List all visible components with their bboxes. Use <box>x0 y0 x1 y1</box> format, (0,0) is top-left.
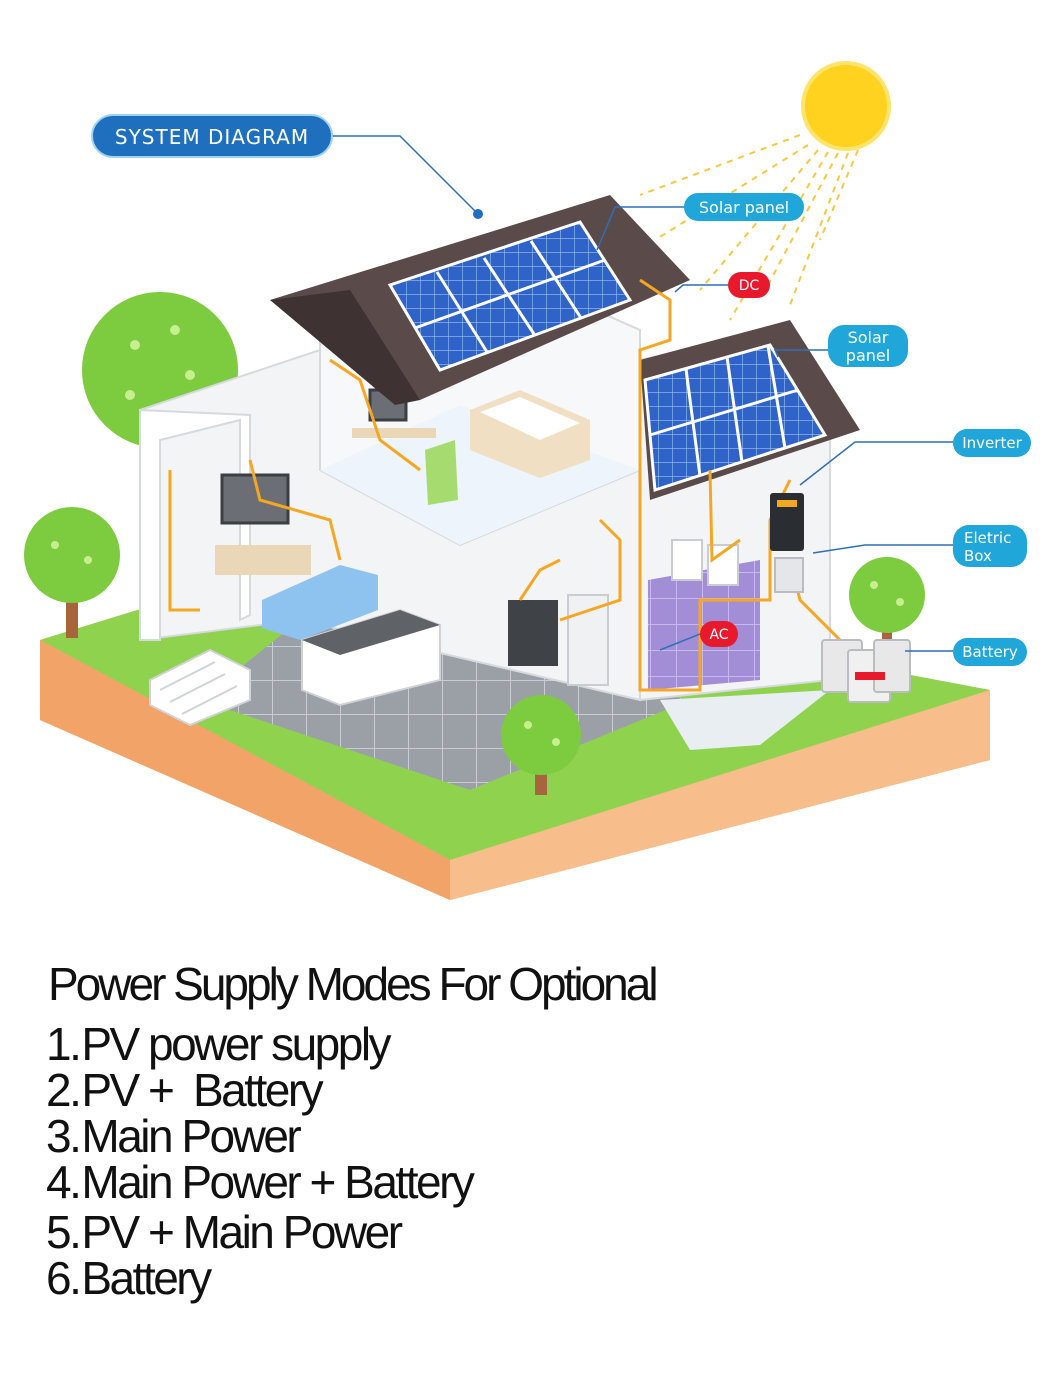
mode-text: PV power supply <box>81 1018 391 1070</box>
label-inverter: Inverter <box>953 429 1031 457</box>
mode-number: 3. <box>46 1110 82 1162</box>
mode-number: 5. <box>46 1206 82 1258</box>
sun-icon <box>639 61 891 321</box>
mode-item: 5.PV + Main Power <box>46 1209 1026 1255</box>
tree-left-small <box>24 507 120 638</box>
svg-text:DC: DC <box>739 278 760 294</box>
battery-bank <box>821 639 911 703</box>
mode-item: 6.Battery <box>46 1255 1026 1301</box>
solar-panel-array-upper <box>387 220 633 372</box>
callout-dot <box>473 209 483 219</box>
electric-box <box>774 557 804 593</box>
mode-text: PV + Main Power <box>81 1206 403 1258</box>
mode-item: 2.PV + Battery <box>46 1067 1026 1113</box>
mode-item: 4.Main Power + Battery <box>46 1159 1026 1205</box>
system-diagram-title-badge: SYSTEM DIAGRAM <box>91 114 333 158</box>
electrical-wiring <box>168 278 842 692</box>
label-ac: AC <box>700 621 738 647</box>
label-eletric-box: Eletric Box <box>953 525 1027 567</box>
mode-number: 6. <box>46 1252 82 1304</box>
label-dc: DC <box>728 272 770 298</box>
power-supply-modes: Power Supply Modes For Optional 1.PV pow… <box>46 955 1026 1301</box>
inverter-unit <box>770 493 804 551</box>
tree-front <box>501 695 581 795</box>
mode-item: 3.Main Power <box>46 1113 1026 1159</box>
callout-leaders <box>330 135 953 652</box>
solar-panel-array-lower <box>643 343 828 493</box>
svg-text:panel: panel <box>846 346 890 365</box>
mode-number: 4. <box>46 1156 82 1208</box>
svg-text:Solar panel: Solar panel <box>699 198 789 217</box>
mode-number: 1. <box>46 1018 82 1070</box>
label-solar-panel-side: Solar panel <box>828 325 908 367</box>
svg-text:Inverter: Inverter <box>962 434 1022 452</box>
mode-text: Main Power <box>81 1110 301 1162</box>
svg-text:Battery: Battery <box>962 643 1018 661</box>
svg-text:Box: Box <box>964 547 992 565</box>
mode-text: Main Power + Battery <box>81 1156 475 1208</box>
mode-text: PV + Battery <box>81 1064 323 1116</box>
mode-item: 1.PV power supply <box>46 1021 1026 1067</box>
svg-text:AC: AC <box>709 627 728 643</box>
modes-title: Power Supply Modes For Optional <box>48 958 659 1010</box>
mode-text: Battery <box>81 1252 212 1304</box>
label-solar-panel-top: Solar panel <box>684 193 804 221</box>
svg-text:Solar: Solar <box>848 328 889 347</box>
svg-text:Eletric: Eletric <box>964 529 1011 547</box>
label-battery: Battery <box>953 638 1027 666</box>
system-diagram-illustration: SYSTEM DIAGRAM Solar panel DC Solar pane… <box>24 61 1031 900</box>
diagram-title: SYSTEM DIAGRAM <box>115 125 309 149</box>
mode-number: 2. <box>46 1064 82 1116</box>
modes-list: 1.PV power supply 2.PV + Battery 3.Main … <box>46 1021 1026 1301</box>
